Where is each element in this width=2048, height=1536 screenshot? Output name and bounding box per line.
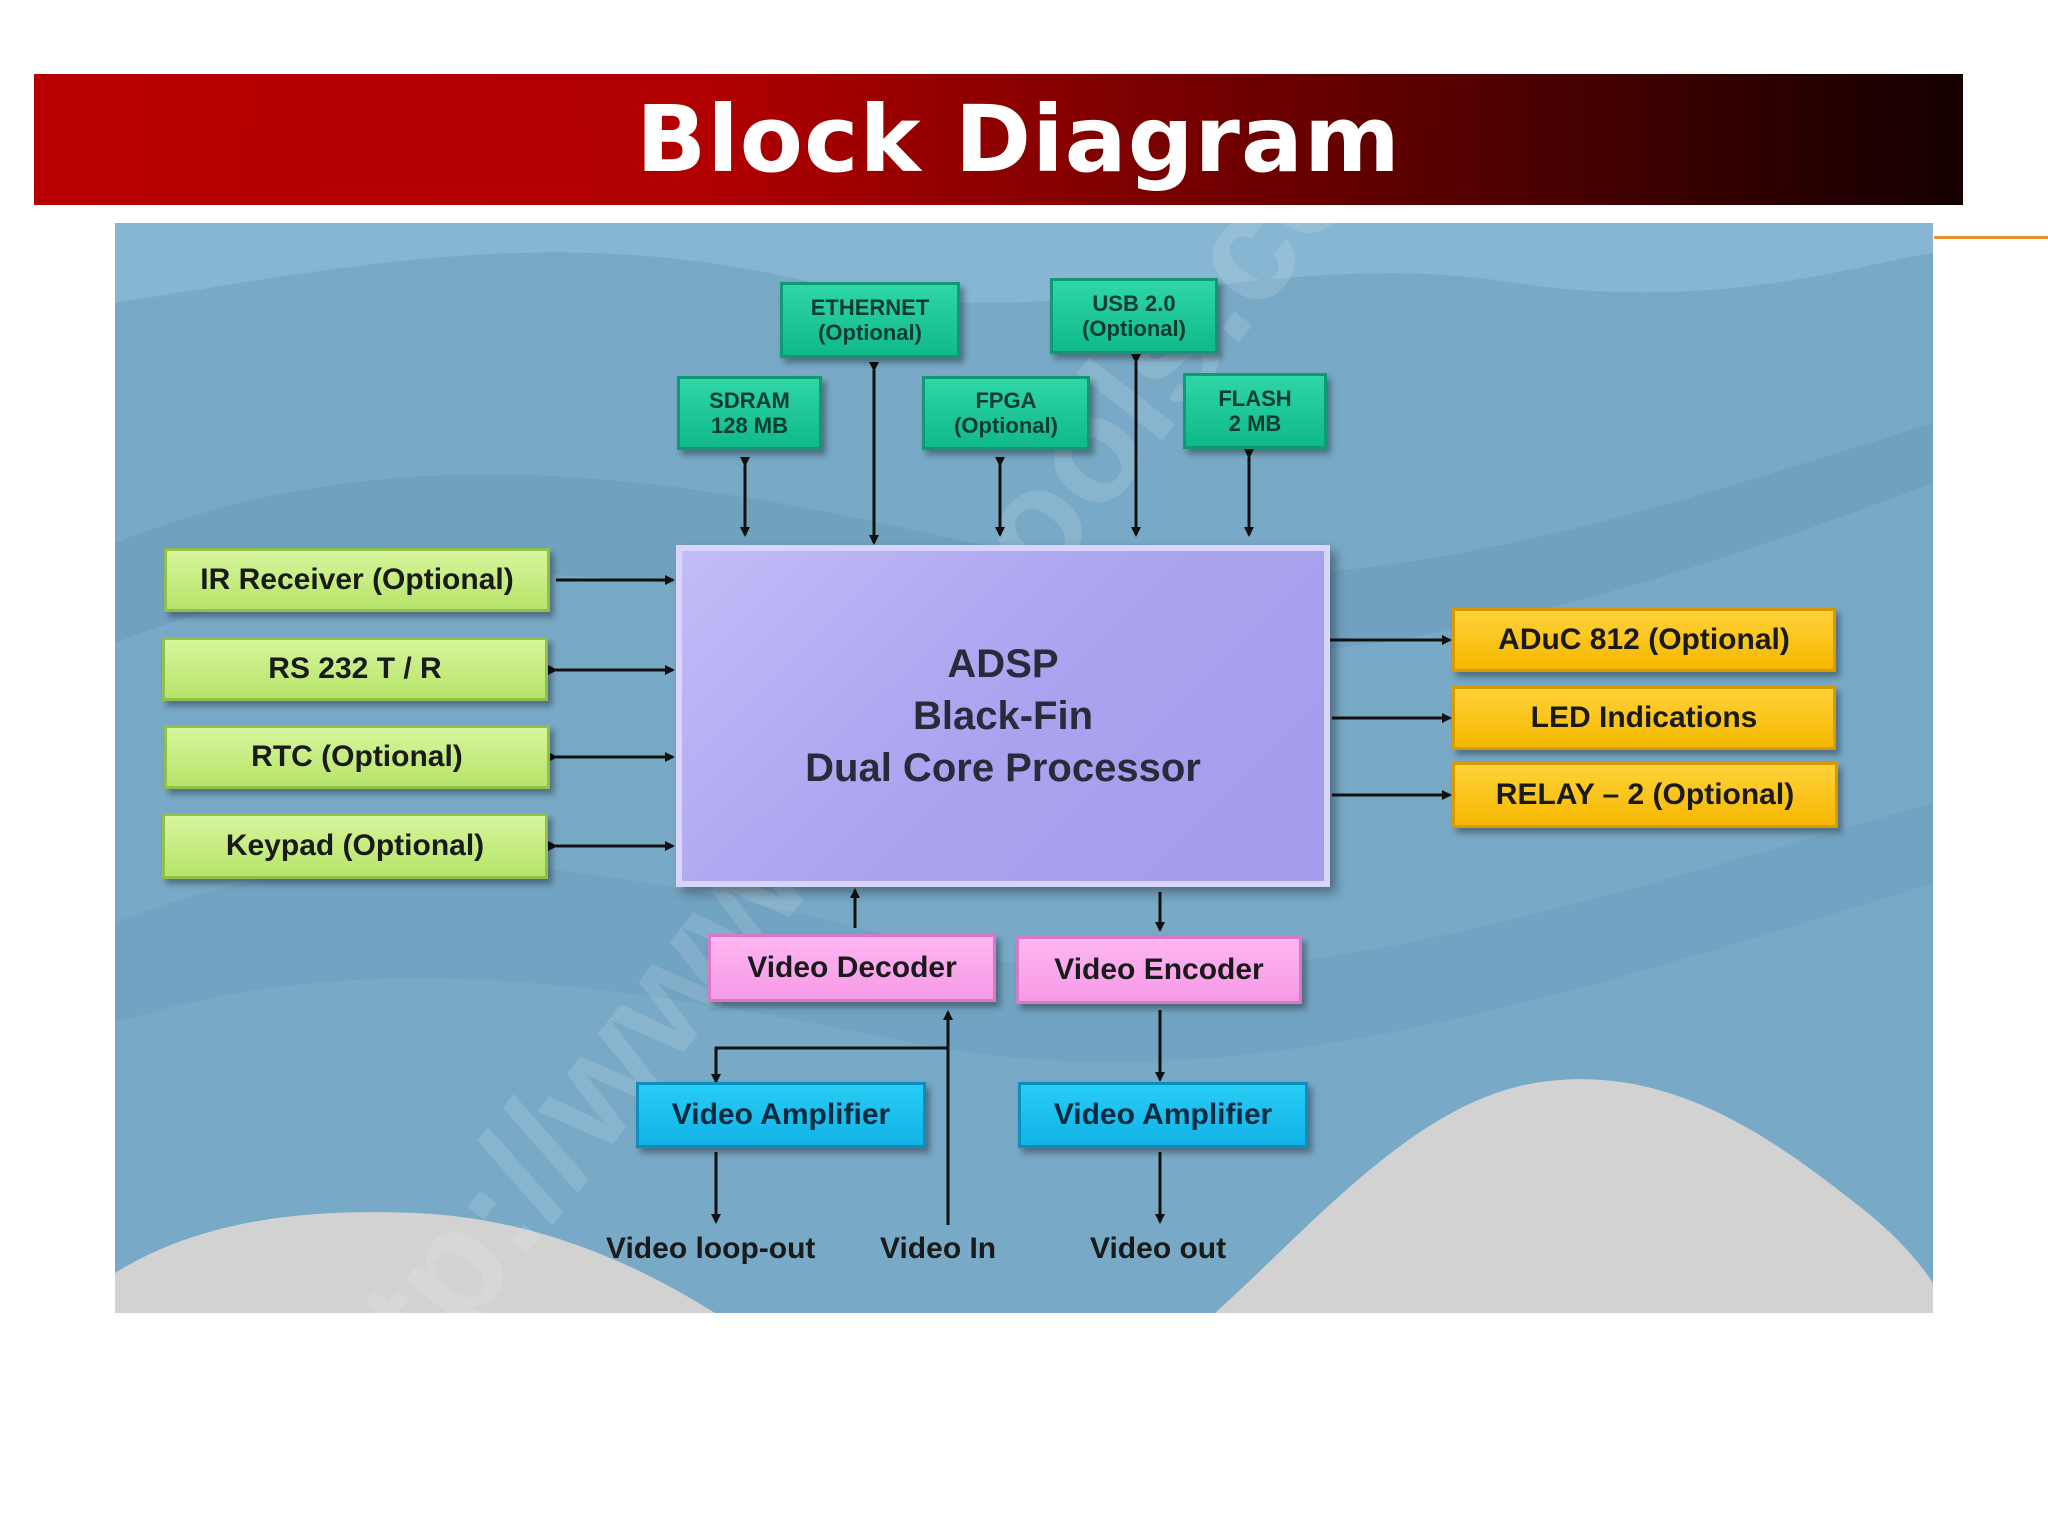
aduc-block: ADuC 812 (Optional) xyxy=(1452,608,1836,672)
rs232-block: RS 232 T / R xyxy=(162,637,548,701)
fpga-line-2: (Optional) xyxy=(954,413,1058,438)
processor-line-2: Black-Fin xyxy=(912,694,1094,738)
accent-line xyxy=(1934,236,2048,239)
video-loop-out-label: Video loop-out xyxy=(606,1232,816,1265)
usb-line-1: USB 2.0 xyxy=(1092,290,1176,316)
flash-line-2: 2 MB xyxy=(1228,411,1282,436)
processor-line-3: Dual Core Processor xyxy=(805,746,1201,790)
page-title: Block Diagram xyxy=(636,86,1401,193)
fpga-block: FPGA (Optional) xyxy=(922,376,1090,450)
usb-line-2: (Optional) xyxy=(1082,316,1186,341)
sdram-block: SDRAM 128 MB xyxy=(677,376,822,450)
flash-line-1: FLASH xyxy=(1218,385,1292,411)
video-decoder-block: Video Decoder xyxy=(708,934,996,1002)
ethernet-line-2: (Optional) xyxy=(818,320,922,345)
video-out-label: Video out xyxy=(1090,1232,1227,1265)
panel-background xyxy=(115,223,1933,1313)
ethernet-line-1: ETHERNET xyxy=(810,294,930,320)
relay-block: RELAY – 2 (Optional) xyxy=(1452,762,1838,828)
processor-block: ADSP Black-Fin Dual Core Processor xyxy=(676,545,1330,887)
processor-line-1: ADSP xyxy=(947,642,1059,686)
sdram-line-2: 128 MB xyxy=(710,413,789,438)
fpga-line-1: FPGA xyxy=(975,387,1037,413)
video-amplifier-left-block: Video Amplifier xyxy=(636,1082,926,1148)
title-bar: Block Diagram xyxy=(34,74,1963,205)
video-encoder-block: Video Encoder xyxy=(1016,936,1302,1004)
led-indications-block: LED Indications xyxy=(1452,686,1836,750)
sdram-line-1: SDRAM xyxy=(709,387,790,413)
usb-block: USB 2.0 (Optional) xyxy=(1050,278,1218,354)
keypad-block: Keypad (Optional) xyxy=(162,813,548,879)
video-in-label: Video In xyxy=(880,1232,997,1265)
video-amplifier-right-block: Video Amplifier xyxy=(1018,1082,1308,1148)
flash-block: FLASH 2 MB xyxy=(1183,373,1327,449)
ir-receiver-block: IR Receiver (Optional) xyxy=(164,548,550,612)
rtc-block: RTC (Optional) xyxy=(164,725,550,789)
ethernet-block: ETHERNET (Optional) xyxy=(780,282,960,358)
